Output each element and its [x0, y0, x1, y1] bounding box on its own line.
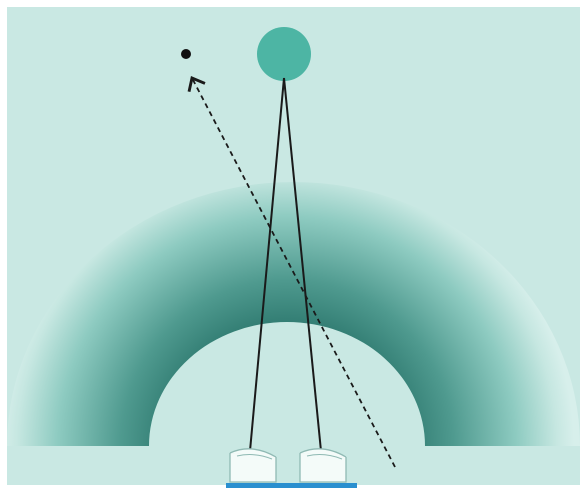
- right-detector-icon: [300, 449, 346, 482]
- point-dot-icon: [181, 49, 191, 59]
- detector-base-bar: [226, 483, 357, 488]
- source-disc-icon: [257, 27, 311, 81]
- left-detector-icon: [230, 449, 276, 482]
